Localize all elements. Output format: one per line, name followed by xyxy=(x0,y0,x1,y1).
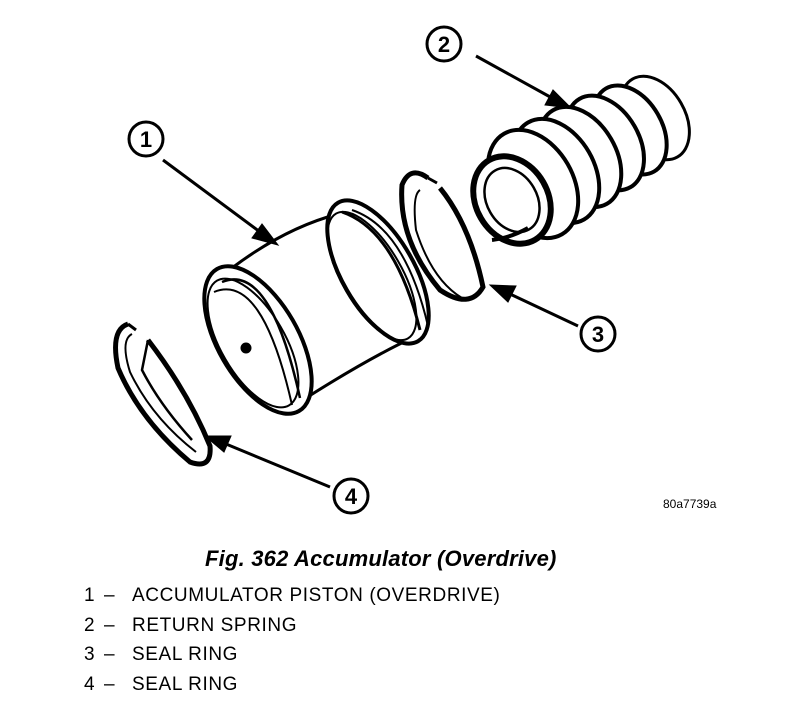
parts-legend: 1–ACCUMULATOR PISTON (OVERDRIVE) 2–RETUR… xyxy=(84,585,501,703)
callout-1: 1 xyxy=(129,122,163,156)
legend-item: 3–SEAL RING xyxy=(84,644,501,674)
svg-text:2: 2 xyxy=(438,32,450,57)
legend-dash: – xyxy=(104,585,132,607)
legend-dash: – xyxy=(104,644,132,666)
svg-text:4: 4 xyxy=(345,484,358,509)
figure-title: Fig. 362 Accumulator (Overdrive) xyxy=(205,546,557,572)
legend-number: 4 xyxy=(84,674,104,696)
svg-text:1: 1 xyxy=(140,127,152,152)
legend-item: 2–RETURN SPRING xyxy=(84,615,501,645)
legend-dash: – xyxy=(104,674,132,696)
callout-3: 3 xyxy=(581,317,615,351)
legend-label: ACCUMULATOR PISTON (OVERDRIVE) xyxy=(132,585,501,606)
legend-label: SEAL RING xyxy=(132,644,238,665)
callout-4: 4 xyxy=(334,479,368,513)
drawing-code: 80a7739a xyxy=(663,497,717,511)
exploded-view-diagram: 1 2 3 4 80a7739a xyxy=(0,0,800,530)
accumulator-piston xyxy=(182,185,449,431)
legend-label: RETURN SPRING xyxy=(132,615,297,636)
seal-ring-4 xyxy=(116,324,211,464)
return-spring xyxy=(458,64,704,258)
svg-text:3: 3 xyxy=(592,322,604,347)
legend-number: 2 xyxy=(84,615,104,637)
legend-item: 4–SEAL RING xyxy=(84,674,501,703)
legend-dash: – xyxy=(104,615,132,637)
legend-number: 3 xyxy=(84,644,104,666)
legend-number: 1 xyxy=(84,585,104,607)
legend-label: SEAL RING xyxy=(132,674,238,695)
callout-2: 2 xyxy=(427,27,461,61)
legend-item: 1–ACCUMULATOR PISTON (OVERDRIVE) xyxy=(84,585,501,615)
